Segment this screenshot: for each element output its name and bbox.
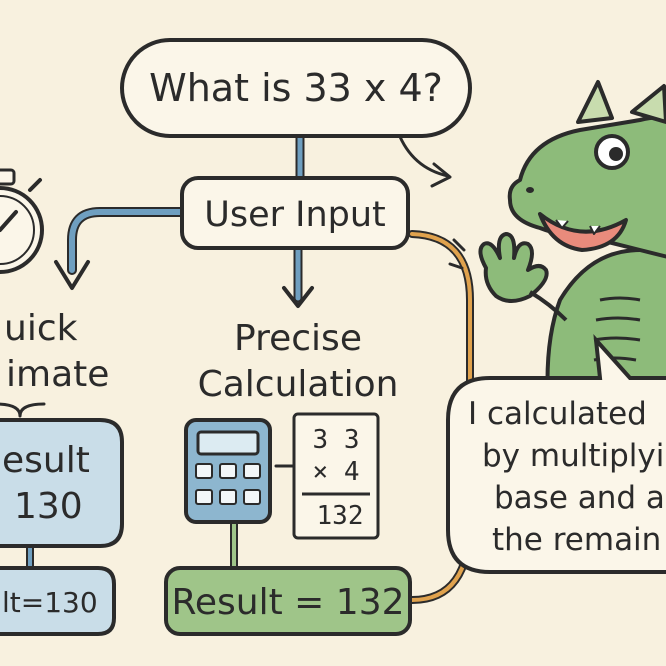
work-line2: × 4 [313, 457, 360, 487]
precise-result-label: Result = 132 [172, 582, 405, 623]
multiplication-work-card [292, 412, 380, 540]
bubble-line-1: I calculated [468, 396, 647, 432]
quick-result-box [0, 418, 124, 548]
quick-heading-line2: imate [6, 354, 109, 395]
work-line1: 3 3 [313, 425, 360, 455]
bubble-line-4: the remain [492, 522, 661, 558]
question-node [120, 38, 472, 138]
quick-box-line2: 130 [14, 486, 83, 527]
stopwatch-icon [0, 168, 44, 274]
precise-heading-line1: Precise [234, 318, 362, 359]
quick-heading-line1: uick [4, 308, 78, 349]
bubble-line-2: by multiplyi [482, 438, 664, 474]
precise-heading-line2: Calculation [198, 364, 399, 405]
speech-bubble [446, 334, 666, 574]
precise-result-box [164, 566, 412, 636]
work-line3: 132 [317, 501, 364, 531]
user-input-node [180, 176, 410, 250]
bubble-line-3: base and ad [494, 480, 666, 516]
user-input-label: User Input [204, 195, 386, 235]
dragon-character [478, 80, 666, 402]
calculator-icon [184, 418, 272, 524]
quick-brace [0, 402, 46, 418]
question-text: What is 33 x 4? [149, 66, 443, 110]
quick-result-label: lt=130 [2, 586, 98, 619]
connector-question-dragon [396, 130, 450, 178]
quick-box-line1: esult [2, 440, 90, 481]
quick-result-label-box [0, 566, 116, 636]
